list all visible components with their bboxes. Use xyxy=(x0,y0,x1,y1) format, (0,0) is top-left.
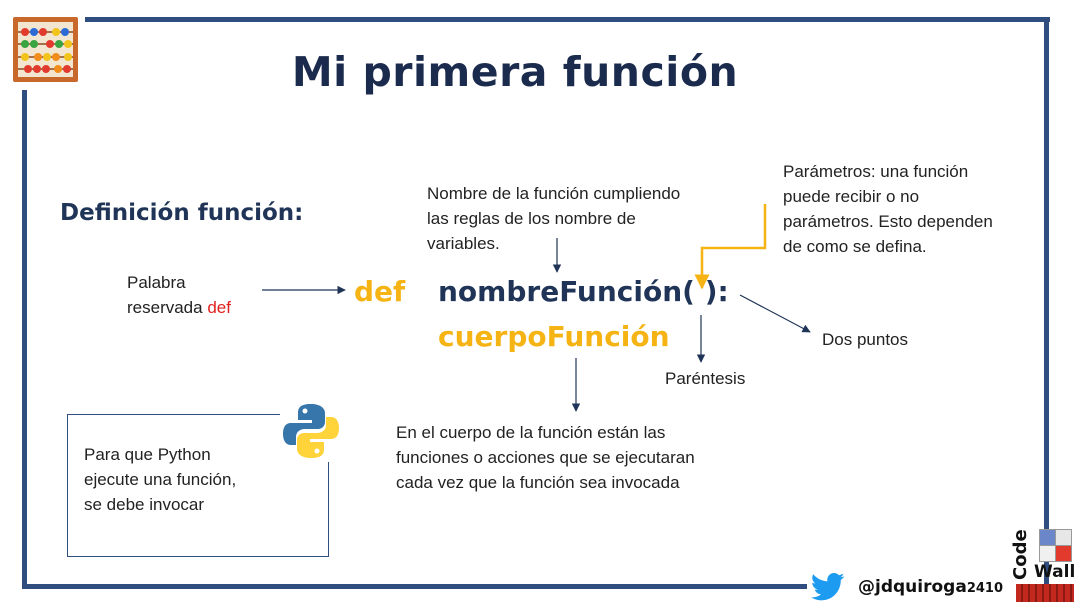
parameters-line: Parámetros: una función xyxy=(783,162,969,181)
invoke-note-line: se debe invocar xyxy=(84,495,205,514)
reserved-word-line2: reservada def xyxy=(127,295,231,320)
codewall-tile xyxy=(1039,545,1056,562)
code-function-body: cuerpoFunción xyxy=(438,320,670,353)
colon-annotation: Dos puntos xyxy=(822,330,908,349)
parameters-line: parámetros. Esto dependen xyxy=(783,212,993,231)
reserved-word-prefix: reservada xyxy=(127,298,208,317)
body-annotation-line: cada vez que la función sea invocada xyxy=(396,473,680,492)
function-name-line: las reglas de los nombre de xyxy=(427,209,636,228)
invoke-note-line: ejecute una función, xyxy=(84,470,237,489)
python-logo-icon xyxy=(280,400,342,462)
parameters-line: puede recibir o no xyxy=(783,187,920,206)
abacus-icon xyxy=(13,17,78,82)
body-annotation-line: funciones o acciones que se ejecutaran xyxy=(396,448,695,467)
codewall-word-wall: Wall xyxy=(1034,562,1076,582)
function-name-annotation: Nombre de la función cumpliendo las regl… xyxy=(427,181,680,256)
handle-digits: 2410 xyxy=(966,581,1003,596)
codewall-brick-strip xyxy=(1016,584,1074,602)
code-keyword-def: def xyxy=(354,275,406,308)
parameters-annotation: Parámetros: una función puede recibir o … xyxy=(783,159,993,259)
function-name-line: Nombre de la función cumpliendo xyxy=(427,184,681,203)
parentheses-annotation: Paréntesis xyxy=(665,369,746,388)
code-signature-name: nombreFunción( xyxy=(438,275,695,308)
reserved-word-line1: Palabra xyxy=(127,273,186,292)
handle-main: @jdquiroga xyxy=(858,577,967,597)
body-annotation-line: En el cuerpo de la función están las xyxy=(396,423,666,442)
reserved-word-keyword: def xyxy=(207,298,231,317)
codewall-tile xyxy=(1039,529,1056,546)
code-function-signature: nombreFunción( ): xyxy=(438,275,729,308)
body-annotation: En el cuerpo de la función están las fun… xyxy=(396,420,695,495)
codewall-word-code: Code xyxy=(1010,529,1031,580)
definition-heading: Definición función: xyxy=(60,200,304,226)
codewall-tile xyxy=(1055,529,1072,546)
page-title: Mi primera función xyxy=(291,48,739,96)
frame-bottom-border xyxy=(22,584,807,589)
arrow-colon xyxy=(739,294,811,333)
frame-top-border xyxy=(85,17,1050,22)
code-signature-close: ): xyxy=(694,275,729,308)
frame-right-border xyxy=(1044,17,1049,589)
twitter-handle: @jdquiroga2410 xyxy=(858,577,1003,597)
invoke-note: Para que Python ejecute una función, se … xyxy=(84,442,236,517)
parameters-line: de como se defina. xyxy=(783,237,927,256)
invoke-note-line: Para que Python xyxy=(84,445,211,464)
frame-left-border xyxy=(22,90,27,589)
twitter-bird-icon xyxy=(811,572,845,601)
reserved-word-note: Palabra reservada def xyxy=(127,270,231,320)
function-name-line: variables. xyxy=(427,234,500,253)
codewall-logo: Code Wall xyxy=(1010,528,1080,606)
codewall-tile xyxy=(1055,545,1072,562)
